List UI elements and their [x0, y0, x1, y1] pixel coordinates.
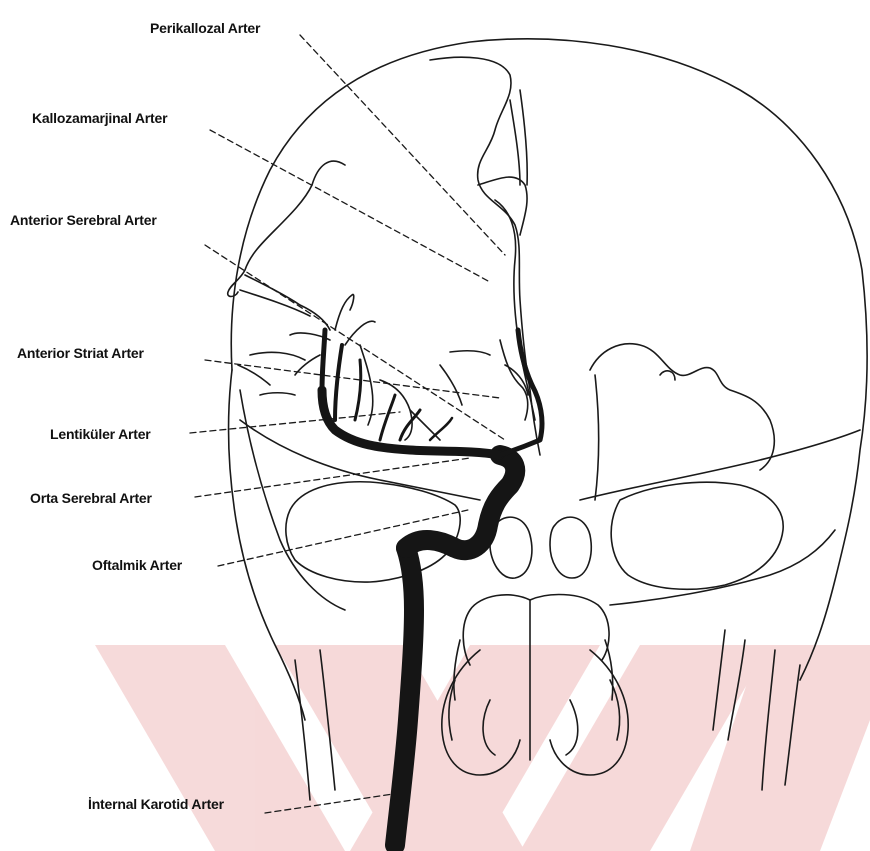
label-anterior-striat-arter: Anterior Striat Arter: [17, 345, 144, 361]
label-perikallozal-arter: Perikallozal Arter: [150, 20, 260, 36]
label-internal-karotid-arter: İnternal Karotid Arter: [88, 796, 224, 812]
label-anterior-serebral-arter: Anterior Serebral Arter: [10, 212, 157, 228]
label-oftalmik-arter: Oftalmik Arter: [92, 557, 182, 573]
watermark: [95, 645, 870, 851]
label-lentikuler-arter: Lentiküler Arter: [50, 426, 151, 442]
skull-outline: [231, 39, 867, 680]
right-orbit: [611, 482, 783, 589]
sphenoid-wing: [590, 344, 774, 500]
label-kallozamarjinal-arter: Kallozamarjinal Arter: [32, 110, 167, 126]
label-orta-serebral-arter: Orta Serebral Arter: [30, 490, 152, 506]
